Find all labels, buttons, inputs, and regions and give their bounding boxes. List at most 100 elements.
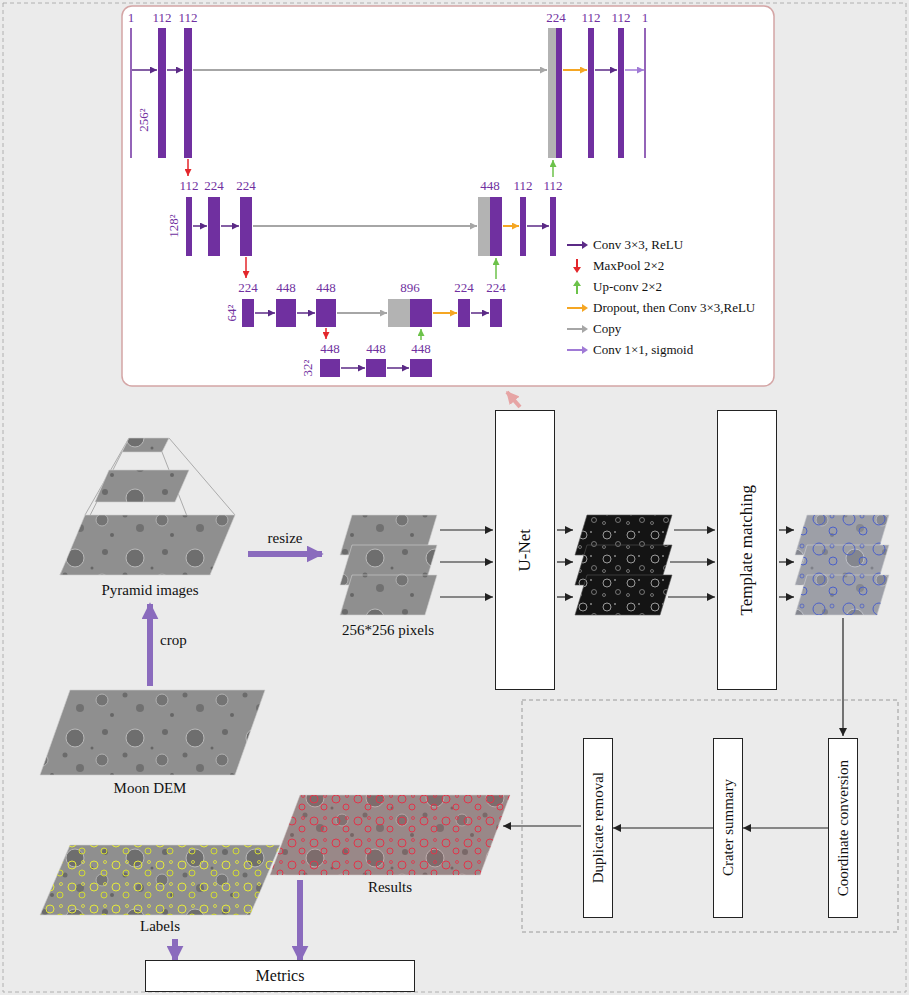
matched-overlays [795, 515, 889, 615]
prediction-map [575, 575, 672, 615]
compare-arrow [172, 939, 178, 961]
legend-arrow-head [573, 280, 581, 286]
flow-arrow [743, 827, 828, 828]
process-box: Crater summary [713, 738, 743, 918]
feature-bar [242, 299, 254, 327]
flow-arrow [557, 596, 573, 597]
legend-row: Dropout, then Conv 3×3,ReLU [566, 299, 755, 317]
result-maps [40, 795, 510, 915]
channel-count: 128² [167, 214, 182, 237]
legend-arrow [566, 301, 588, 315]
unet-level-2 [186, 197, 556, 256]
channel-count: 112 [513, 179, 532, 194]
legend-row: Conv 3×3, ReLU [566, 236, 683, 254]
copy-arrow [253, 225, 477, 227]
labels-image [40, 845, 280, 915]
legend-arrow-head [582, 346, 588, 354]
moon-dem-image [40, 690, 265, 775]
channel-count: 224 [236, 179, 256, 194]
zoom-arrow [507, 392, 520, 407]
unet-level-1 [131, 28, 645, 158]
upconv-arrow [552, 160, 554, 177]
flow-arrow [779, 561, 794, 562]
legend-arrow [566, 259, 588, 273]
legend-arrow-head [582, 241, 588, 249]
copied-bar [478, 197, 490, 256]
legend-arrow-shaft [576, 259, 578, 268]
flow-arrow [440, 561, 493, 562]
box-text: Metrics [256, 967, 305, 985]
dropout-arrow [503, 225, 519, 227]
channel-count: 224 [454, 281, 474, 296]
legend-text: Dropout, then Conv 3×3,ReLU [593, 300, 755, 316]
resize-arrow [248, 551, 322, 557]
channel-count: 32² [301, 360, 316, 377]
channel-count: 1 [128, 11, 135, 26]
unet-resampling [188, 159, 553, 340]
prediction-maps [575, 515, 672, 615]
feature-bar [276, 299, 296, 327]
legend-text: Copy [593, 321, 621, 337]
copied-bar [388, 299, 410, 327]
channel-count: 1 [642, 11, 649, 26]
input-layer [130, 28, 132, 158]
unet-panel [122, 6, 774, 386]
channel-count: 112 [611, 11, 630, 26]
process-box: Duplicate removal [583, 738, 613, 918]
dropout-arrow [563, 69, 587, 71]
channel-count: 448 [316, 281, 336, 296]
conv-arrow [255, 312, 275, 314]
copy-arrow [193, 69, 547, 71]
feature-bar [320, 359, 340, 377]
legend-text: MaxPool 2×2 [593, 258, 664, 274]
process-box: Coordinate conversion [828, 738, 858, 918]
feature-bar [208, 197, 220, 256]
feature-bar [240, 197, 252, 256]
legend-arrow [566, 238, 588, 252]
stage-caption: Results [368, 879, 412, 896]
feature-bar [556, 28, 562, 158]
pyramid-level [60, 515, 235, 575]
upconv-arrow [495, 258, 497, 279]
flow-arrow [779, 596, 794, 597]
legend-arrow-shaft [567, 328, 582, 330]
crop-arrow [147, 604, 153, 686]
conv-arrow [167, 69, 183, 71]
dropout-arrow [433, 312, 457, 314]
pyramid-level [95, 470, 189, 502]
box-text: U-Net [516, 529, 535, 571]
feature-bar [158, 28, 166, 158]
legend-arrow-shaft [567, 349, 582, 351]
legend-row: Up-conv 2×2 [566, 278, 662, 296]
copied-bar [548, 28, 556, 158]
channel-count: 112 [179, 179, 198, 194]
legend-text: Conv 3×3, ReLU [593, 237, 683, 253]
unet-level-3 [242, 299, 502, 327]
channel-count: 112 [543, 179, 562, 194]
conv-arrow [471, 312, 489, 314]
flow-arrow [440, 529, 493, 530]
feature-bar [490, 197, 502, 256]
legend-arrow [566, 280, 588, 294]
legend-arrow [566, 343, 588, 357]
feature-bar [410, 299, 432, 327]
input-tiles [340, 515, 437, 615]
flow-arrow [440, 596, 493, 597]
stage-caption: Pyramid images [101, 582, 198, 599]
legend-arrow-head [582, 304, 588, 312]
conv-arrow [595, 69, 617, 71]
feature-bar [618, 28, 624, 158]
legend-row: MaxPool 2×2 [566, 257, 664, 275]
upconv-arrow [420, 329, 422, 340]
channel-count: 224 [238, 281, 258, 296]
flow-arrow [613, 827, 713, 828]
legend-row: Copy [566, 320, 621, 338]
feature-bar [316, 299, 336, 327]
channel-count: 896 [400, 281, 420, 296]
unet-level-4 [320, 359, 432, 377]
legend-row: Conv 1×1, sigmoid [566, 341, 693, 359]
legend-arrow-shaft [567, 244, 582, 246]
flow-arrow [779, 529, 794, 530]
crater-overlay [795, 575, 889, 615]
